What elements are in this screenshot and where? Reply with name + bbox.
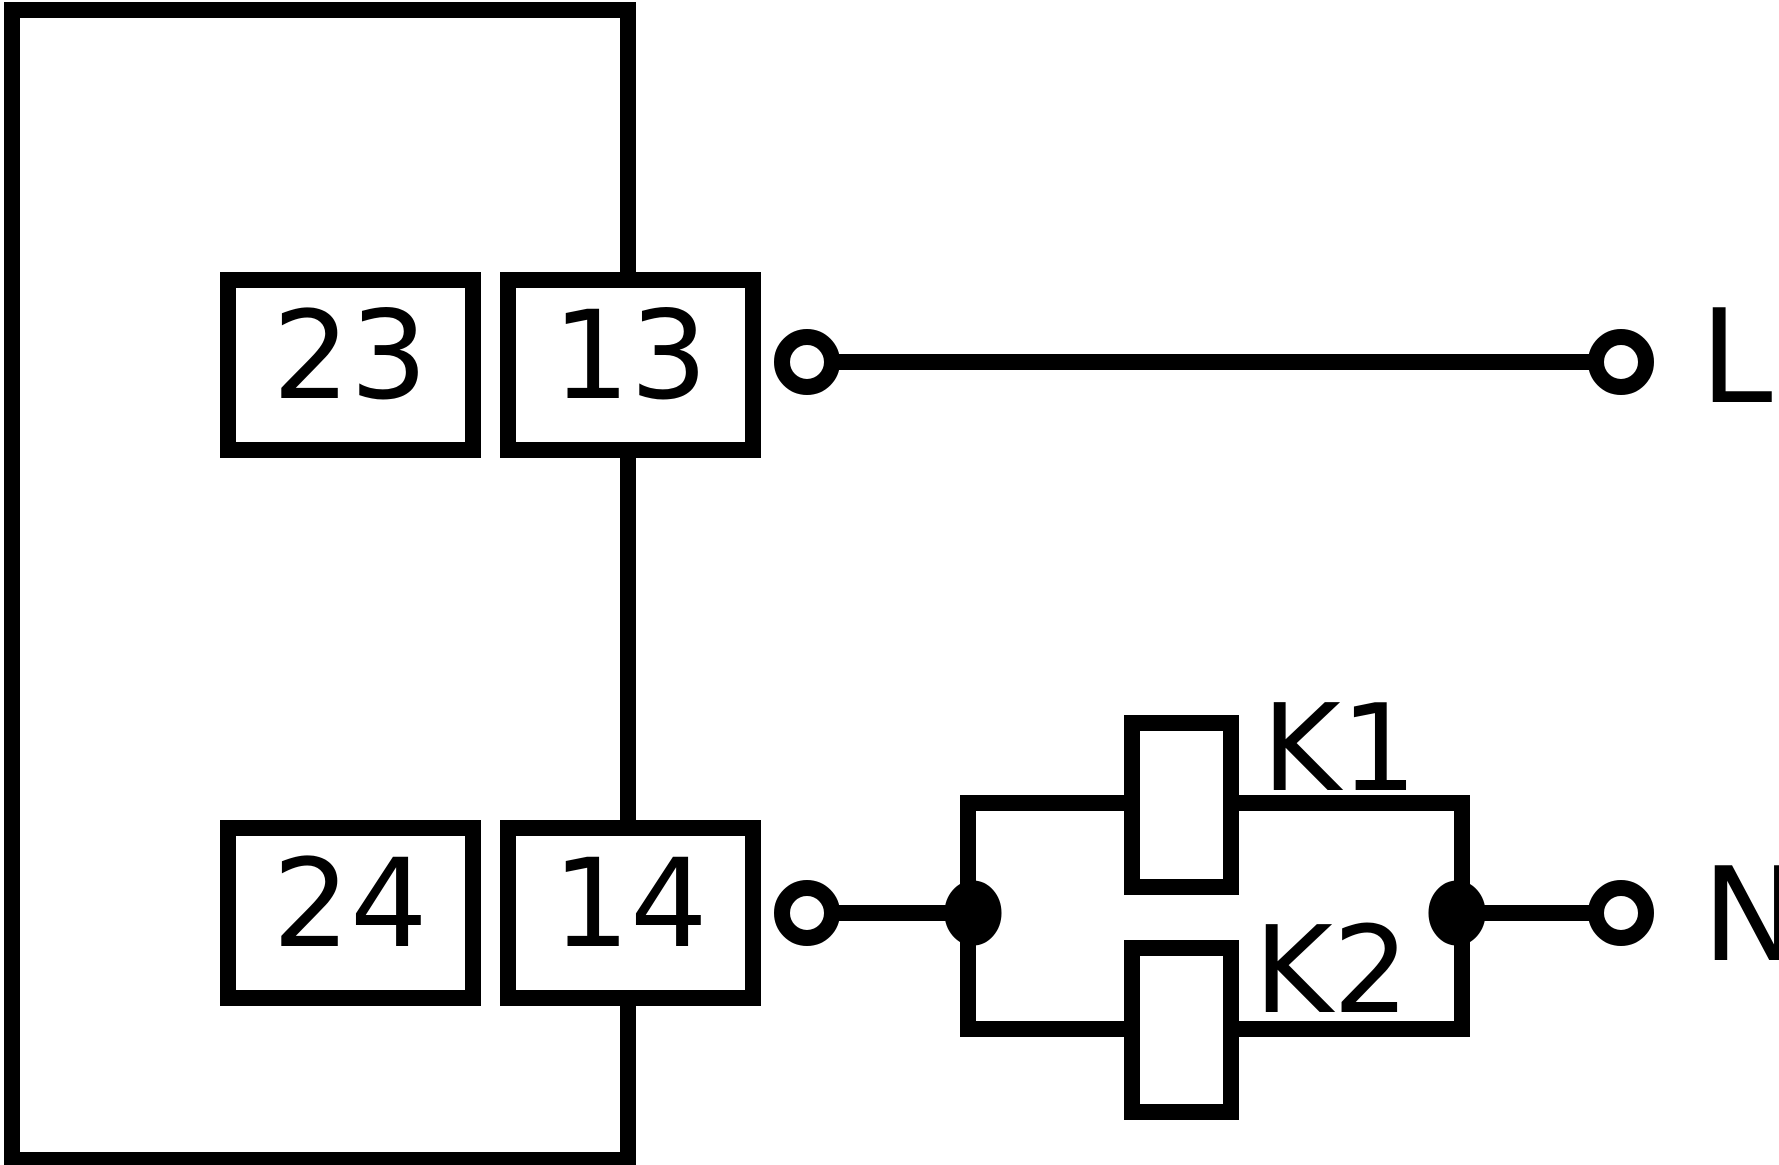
terminal-14-label: 14 xyxy=(552,833,707,975)
terminal-23-frame xyxy=(220,272,481,458)
coil-k1-label: K1 xyxy=(1262,680,1417,819)
terminal-23: 23 xyxy=(220,272,481,458)
terminal-24-label: 24 xyxy=(272,833,427,975)
terminal-13-connection-point xyxy=(774,329,840,395)
terminal-13-label: 13 xyxy=(552,285,707,427)
coil-k2 xyxy=(1124,940,1239,1120)
line-l-connection-point xyxy=(1588,329,1654,395)
terminal-24: 24 xyxy=(220,820,481,1006)
coil-k2-branch xyxy=(960,905,1470,1037)
neutral-n-connection-point xyxy=(1588,880,1654,946)
terminal-24-frame xyxy=(220,820,481,1006)
junction-node-left xyxy=(944,880,1002,946)
terminal-14: 14 xyxy=(500,820,761,1006)
terminal-13: 13 xyxy=(500,272,761,458)
bridge-wire-13-14 xyxy=(4,2,636,1165)
coil-k1-branch xyxy=(960,795,1470,921)
terminal-14-frame xyxy=(500,820,761,1006)
neutral-n-label: N xyxy=(1702,839,1779,991)
line-l-label: L xyxy=(1700,281,1772,433)
terminal-14-connection-point xyxy=(774,880,840,946)
coil-k1 xyxy=(1124,715,1239,895)
terminal-23-label: 23 xyxy=(272,285,427,427)
terminal-13-frame xyxy=(500,272,761,458)
coil-k2-label: K2 xyxy=(1254,902,1409,1041)
